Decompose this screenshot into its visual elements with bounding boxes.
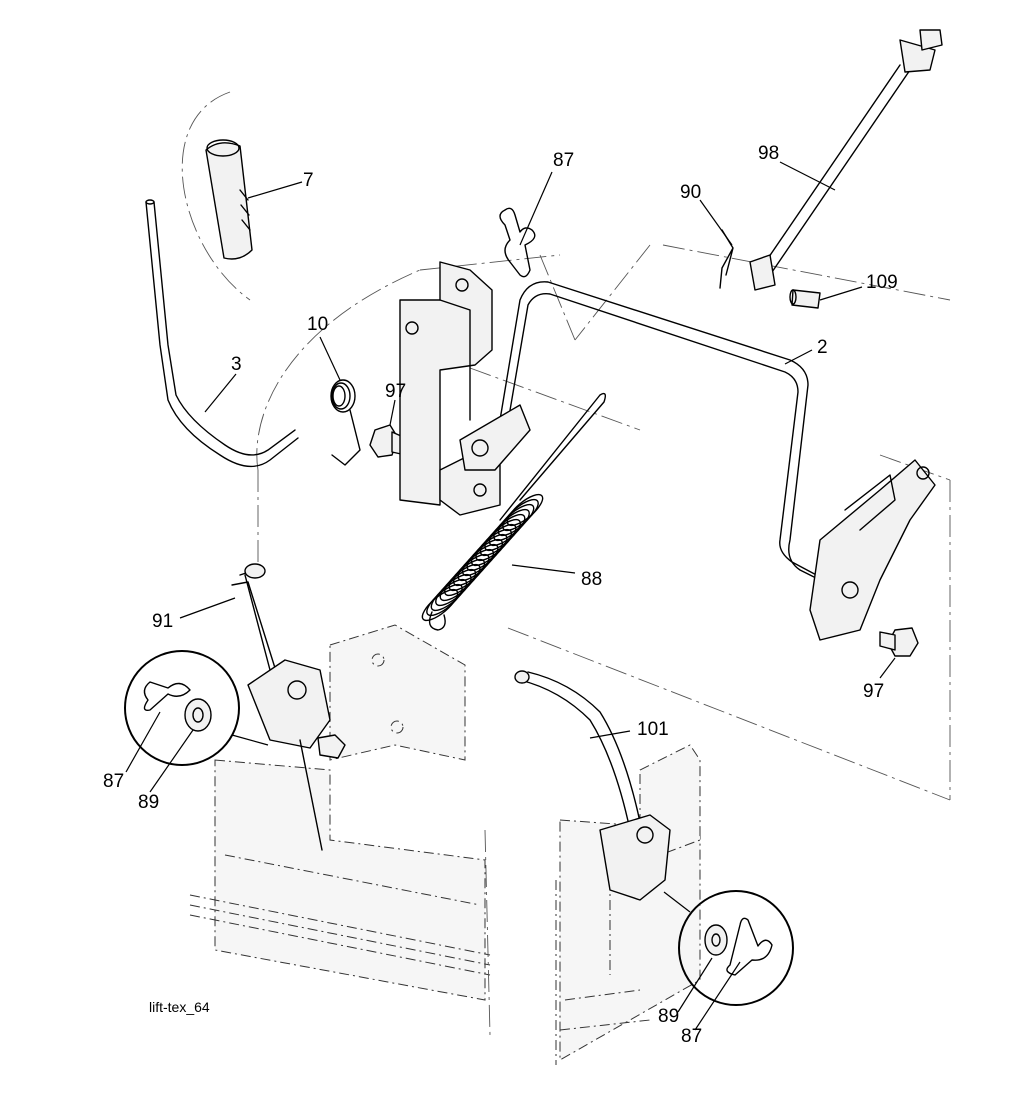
clevis-pin: [789, 289, 821, 309]
spring-hook: [428, 611, 446, 631]
lift-link-right: [514, 670, 671, 901]
spring-coil: [506, 493, 544, 527]
leader-lines: [125, 161, 896, 1031]
detail-circle-left: [124, 650, 269, 766]
projection-lines: [181, 91, 951, 1036]
callout-2: 2: [817, 337, 828, 358]
callout-89-right: 89: [658, 1006, 679, 1027]
callout-3: 3: [231, 354, 242, 375]
detail-circle-right: [663, 890, 794, 1006]
callout-97-left: 97: [385, 381, 406, 402]
shoulder-bolt-right: [879, 627, 919, 657]
callout-101: 101: [637, 719, 669, 740]
callout-87-left: 87: [103, 771, 124, 792]
torsion-spring: [330, 379, 361, 466]
callout-89-left: 89: [138, 792, 159, 813]
pivot-bracket: [399, 261, 501, 516]
callout-91: 91: [152, 611, 173, 632]
drawing-caption: lift-tex_64: [149, 999, 210, 1015]
extension-spring: [421, 493, 544, 631]
callout-87-right: 87: [681, 1026, 702, 1047]
adjustment-rod: [749, 29, 943, 291]
callout-98: 98: [758, 143, 779, 164]
callout-10: 10: [307, 314, 328, 335]
hairpin-clip-top: [499, 207, 536, 278]
lift-shaft: [459, 281, 936, 641]
lift-handle-rod: [145, 199, 299, 468]
callout-labels: 7 87 98 90 109 10 3 97 2 88 91 97 101 87…: [103, 143, 898, 1047]
callout-97-right: 97: [863, 681, 884, 702]
callout-109: 109: [866, 272, 898, 293]
handle-grip: [205, 139, 253, 260]
callout-7: 7: [303, 170, 314, 191]
lift-link-left: [231, 563, 346, 851]
retaining-clip: [719, 229, 734, 289]
callout-88: 88: [581, 569, 602, 590]
callout-90: 90: [680, 182, 701, 203]
callout-87-top: 87: [553, 150, 574, 171]
